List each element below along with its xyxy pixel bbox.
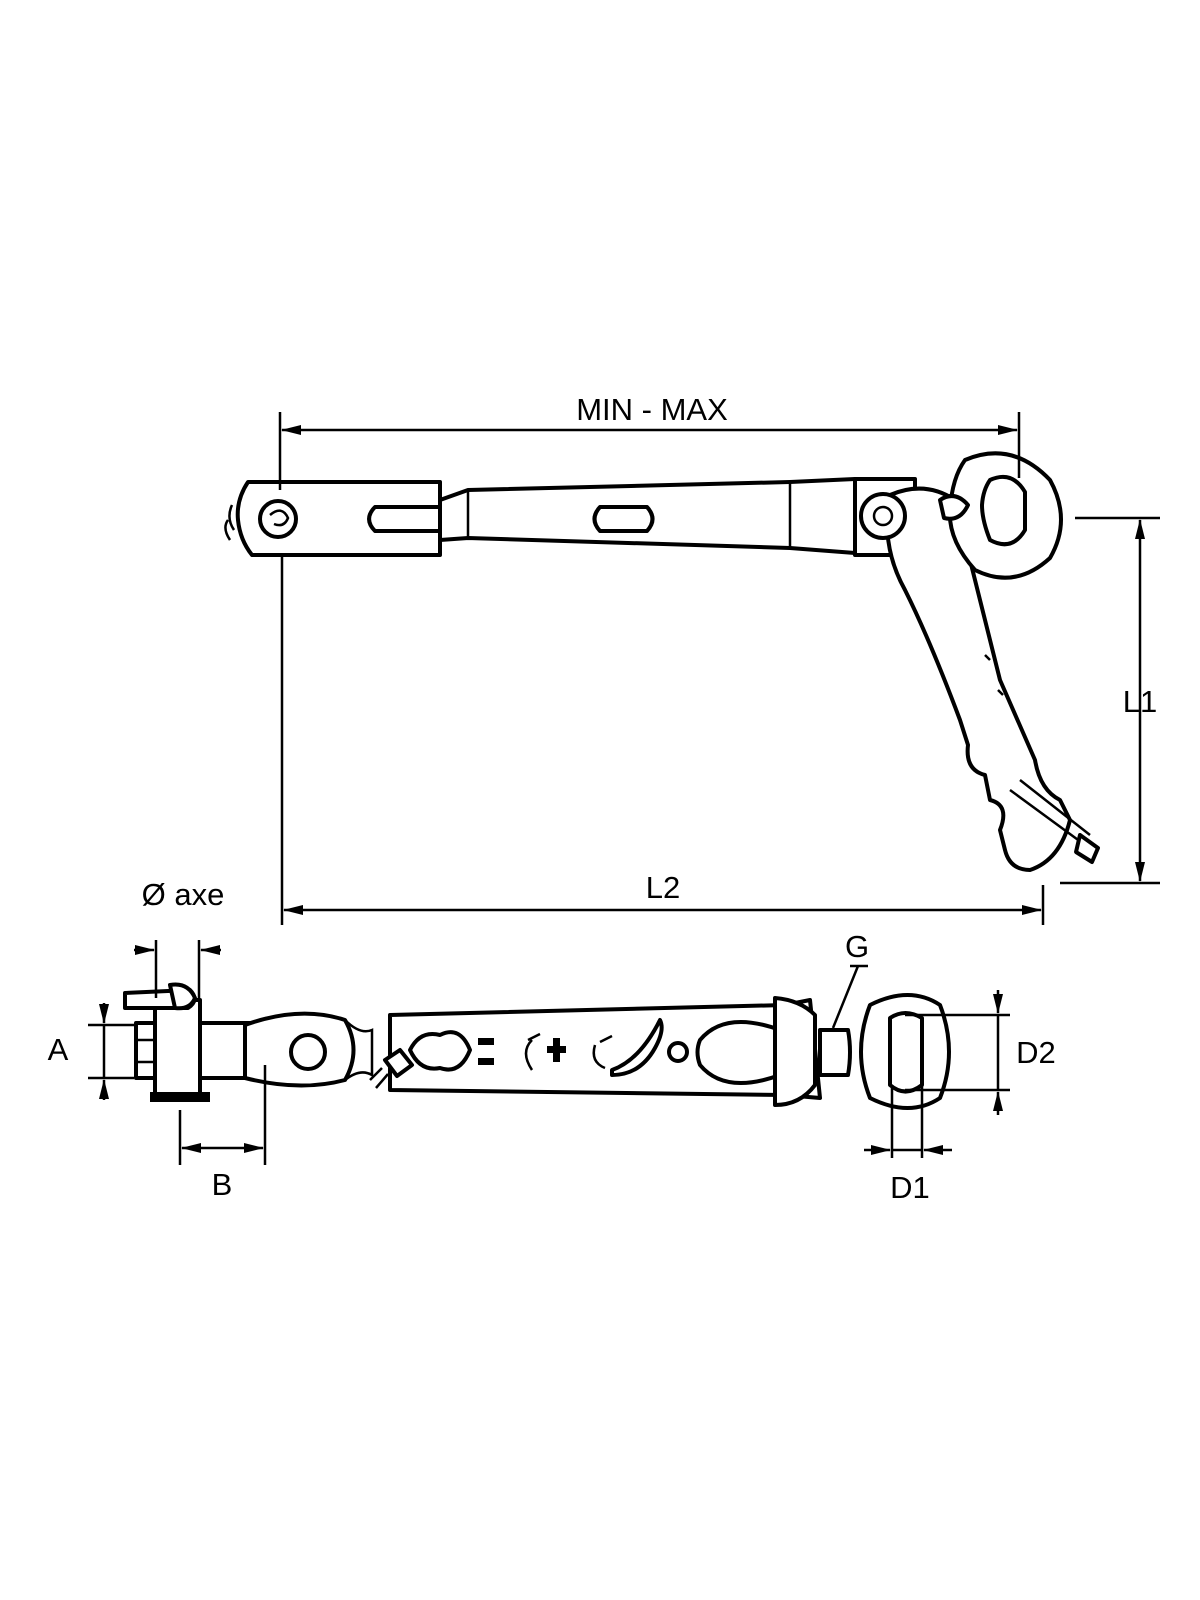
b-label: B: [212, 1167, 233, 1202]
a-label: A: [48, 1032, 69, 1067]
d1-label: D1: [890, 1170, 930, 1205]
l2-label: L2: [646, 870, 680, 905]
l1-label: L1: [1123, 684, 1157, 719]
d2-label: D2: [1016, 1035, 1056, 1070]
bottom-view: Ø axe A B G D1 D2: [48, 877, 1056, 1205]
g-label: G: [845, 929, 869, 964]
turnbuckle-body-side: [369, 996, 822, 1107]
top-view: MIN - MAX L1 L2: [224, 392, 1160, 925]
lever-icon: [610, 1018, 664, 1077]
eye-fitting-side: [818, 993, 951, 1110]
rotate-arrow-icon: [592, 1034, 613, 1070]
rotate-icon: [524, 1032, 541, 1071]
eye-fitting: [938, 451, 1063, 580]
lever-assembly: [853, 477, 1100, 872]
shackle-icon: [408, 1030, 472, 1072]
equals-icon: [478, 1038, 494, 1065]
min-max-label: MIN - MAX: [576, 392, 728, 427]
jaw-fitting: [224, 480, 448, 557]
plus-icon: [547, 1038, 566, 1062]
turnbuckle-body: [438, 477, 857, 555]
clevis-fork: [123, 982, 374, 1102]
axe-label: Ø axe: [142, 877, 225, 912]
